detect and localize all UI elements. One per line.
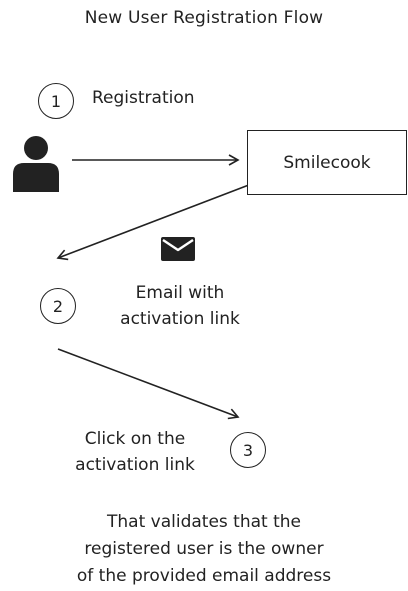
step-2-label: Email with activation link <box>95 280 265 332</box>
arrow-email-to-click <box>57 348 240 420</box>
step-1-label: Registration <box>92 88 195 108</box>
smilecook-node: Smilecook <box>247 130 407 195</box>
note-line-2: registered user is the owner <box>84 539 324 559</box>
step-1-number: 1 <box>50 91 62 111</box>
step-3-label-line-1: Click on the <box>84 429 186 449</box>
validation-note: That validates that the registered user … <box>20 509 388 590</box>
note-line-1: That validates that the <box>107 512 301 532</box>
envelope-icon <box>161 237 195 261</box>
smilecook-label: Smilecook <box>283 152 371 173</box>
step-3-circle: 3 <box>230 432 266 468</box>
user-icon <box>13 136 59 192</box>
step-3-label-line-2: activation link <box>75 455 195 475</box>
step-3-label: Click on the activation link <box>50 426 220 478</box>
step-2-circle: 2 <box>40 288 76 324</box>
step-1-circle: 1 <box>38 83 74 119</box>
step-2-label-line-1: Email with <box>135 283 225 303</box>
diagram-title: New User Registration Flow <box>84 8 324 28</box>
note-line-3: of the provided email address <box>76 566 332 586</box>
step-3-number: 3 <box>242 440 254 460</box>
arrow-smilecook-to-email <box>56 182 255 261</box>
step-2-label-line-2: activation link <box>120 309 240 329</box>
step-2-number: 2 <box>52 296 64 316</box>
